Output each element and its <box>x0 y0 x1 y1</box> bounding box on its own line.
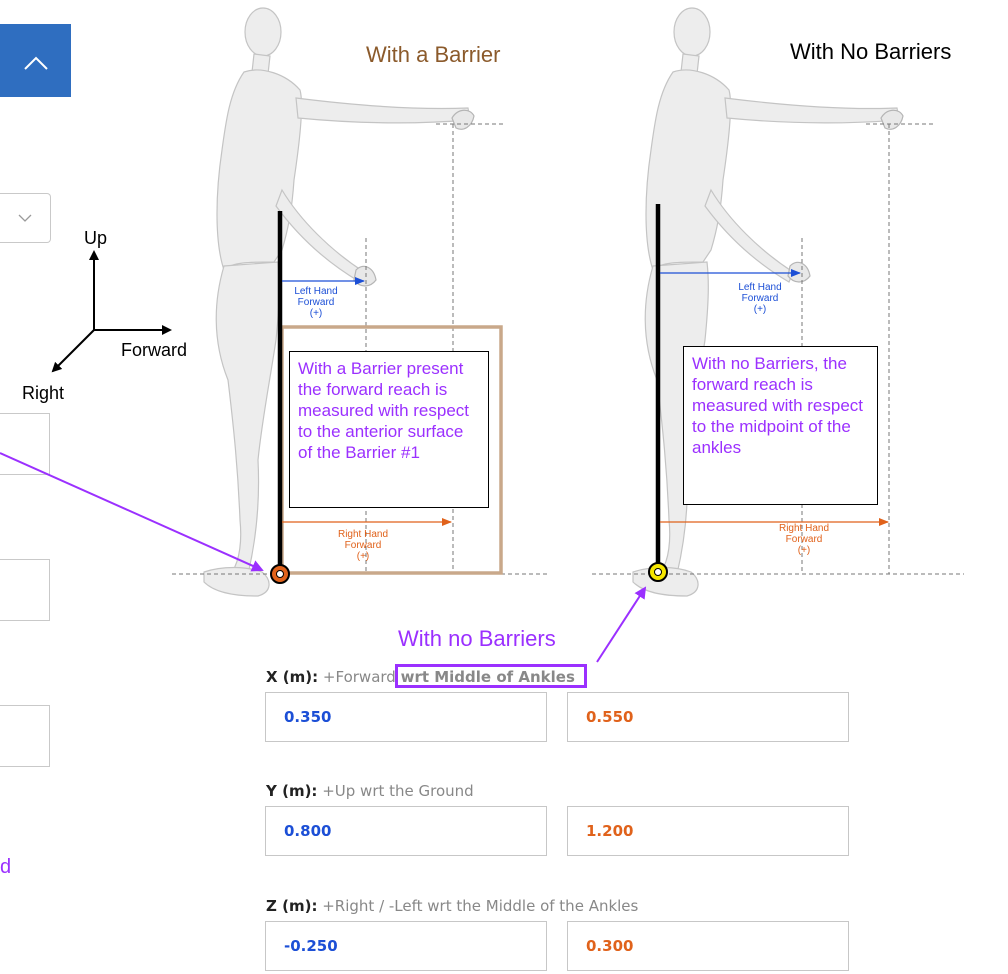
chevron-up-icon <box>24 56 48 70</box>
annotation-arrow-barrier <box>0 452 264 572</box>
origin-marker-barrier <box>270 564 290 584</box>
hands-barrier <box>353 109 475 287</box>
annotation-arrow-nobarrier <box>596 586 647 663</box>
cut-off-text: d <box>0 856 12 878</box>
chevron-down-icon <box>18 214 32 222</box>
x-field-label: X (m): +Forward wrt Middle of Ankles <box>266 668 575 686</box>
axis-label-right: Right <box>22 383 65 403</box>
y-field-label: Y (m): +Up wrt the Ground <box>266 782 474 800</box>
x-right-input[interactable] <box>567 692 849 742</box>
hands-nobarrier <box>787 109 904 283</box>
callout-no-barriers: With no Barriers, the forward reach is m… <box>683 346 878 505</box>
left-hand-label-barrier: Left Hand Forward (+) <box>294 286 338 319</box>
collapse-button[interactable] <box>0 24 71 97</box>
human-figure-nobarrier <box>632 7 900 597</box>
select-dropdown[interactable] <box>0 193 51 243</box>
left-hand-label-nobarrier: Left Hand Forward (+) <box>738 282 782 315</box>
axis-label-forward: Forward <box>121 340 188 360</box>
annotation-with-no-barriers: With no Barriers <box>398 626 556 651</box>
right-hand-label-nobarrier: Right Hand Forward (+) <box>778 523 830 556</box>
z-left-input[interactable] <box>265 921 547 971</box>
side-input-3[interactable] <box>0 705 50 767</box>
highlight-box <box>395 664 587 688</box>
axes-glyph <box>51 250 172 373</box>
right-hand-label-barrier: Right Hand Forward (+) <box>337 529 389 562</box>
y-left-input[interactable] <box>265 806 547 856</box>
y-right-input[interactable] <box>567 806 849 856</box>
human-figure-barrier <box>203 7 471 597</box>
z-right-input[interactable] <box>567 921 849 971</box>
origin-marker-nobarrier <box>648 562 668 582</box>
axis-label-up: Up <box>84 228 108 248</box>
callout-with-barrier: With a Barrier present the forward reach… <box>289 351 489 508</box>
side-input-2[interactable] <box>0 559 50 621</box>
z-field-label: Z (m): +Right / -Left wrt the Middle of … <box>266 897 639 915</box>
x-left-input[interactable] <box>265 692 547 742</box>
title-no-barriers: With No Barriers <box>790 39 952 64</box>
title-with-barrier: With a Barrier <box>366 42 501 67</box>
